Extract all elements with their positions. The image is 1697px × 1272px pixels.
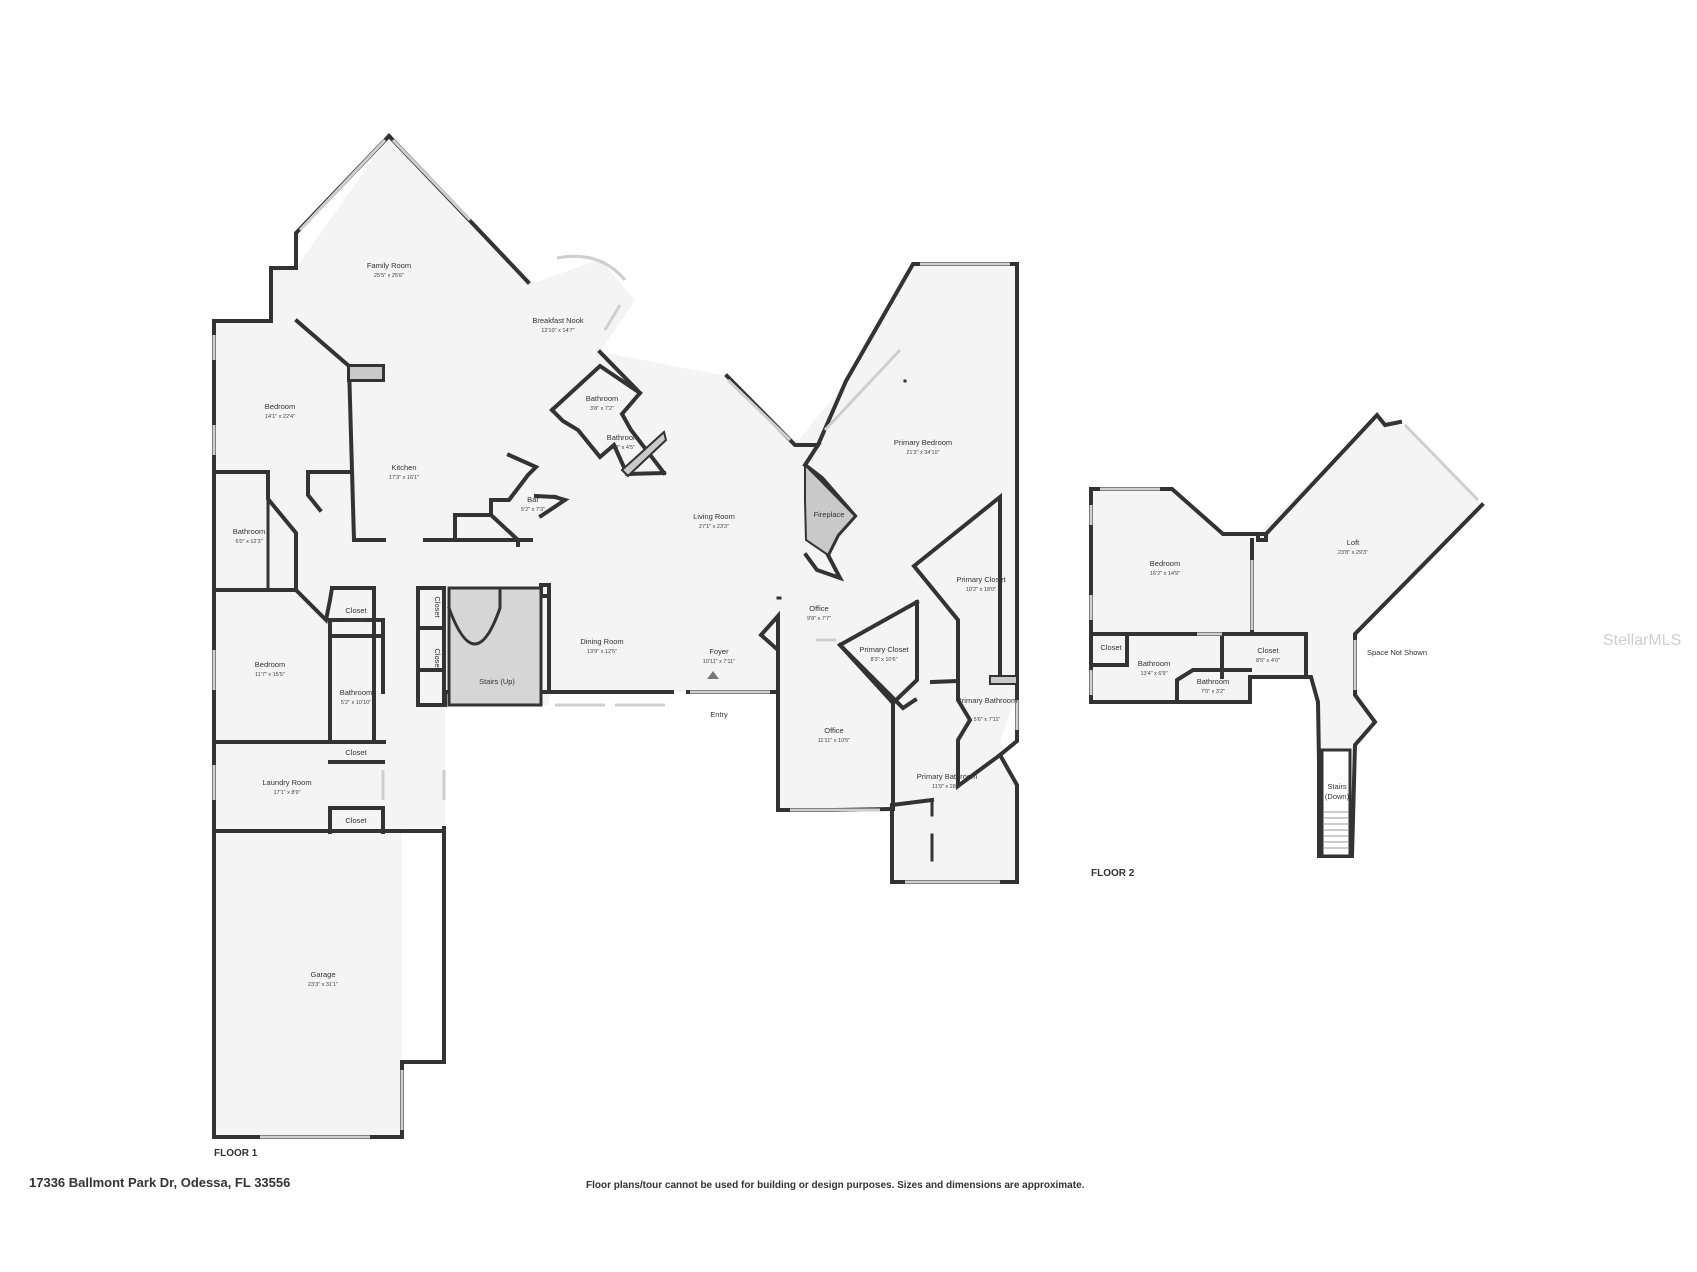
- label-f2-bathroom-b-dim: 7'0" x 3'2": [1201, 689, 1225, 695]
- label-primary-bedroom-dim: 21'3" x 34'10": [906, 450, 939, 456]
- label-garage-name: Garage: [310, 970, 335, 979]
- label-primary-bedroom-name: Primary Bedroom: [894, 438, 952, 447]
- label-office-1-name: Office: [809, 604, 828, 613]
- watermark: StellarMLS: [1603, 632, 1681, 649]
- label-bedroom-1-dim: 14'1" x 22'4": [265, 414, 295, 420]
- label-f2-stairs-line2: (Down): [1325, 792, 1350, 801]
- label-f2-bathroom-a-name: Bathroom: [1138, 659, 1171, 668]
- label-dining-room-name: Dining Room: [580, 637, 623, 646]
- label-f2-bedroom-name: Bedroom: [1150, 559, 1180, 568]
- label-dining-room-dim: 13'9" x 12'5": [587, 649, 617, 655]
- label-family-room-dim: 25'5" x 25'6": [374, 273, 404, 279]
- label-f2-stairs-line1: Stairs: [1327, 782, 1346, 791]
- floor-2-windows: [1089, 423, 1480, 695]
- floor-2-label: FLOOR 2: [1091, 868, 1135, 879]
- label-bathroom-a-dim: 3'8" x 7'2": [590, 406, 614, 412]
- label-f2-space-not-shown: Space Not Shown: [1367, 648, 1427, 657]
- label-closet-e-name: Closet: [345, 816, 367, 825]
- floor-1-plan: [212, 133, 1019, 1139]
- label-bedroom-2-dim: 11'7" x 15'5": [255, 672, 285, 678]
- floor-1-label: FLOOR 1: [214, 1148, 258, 1159]
- label-closet-b-name: Closet: [433, 596, 442, 618]
- label-foyer-name: Foyer: [709, 647, 729, 656]
- label-primary-bathroom-2-name: Primary Bathroom: [917, 772, 977, 781]
- fireplace-hearth: [804, 462, 857, 557]
- label-entry-name: Entry: [710, 710, 728, 719]
- label-office-1-dim: 9'8" x 7'7": [807, 616, 831, 622]
- label-closet-c-name: Closet: [433, 648, 442, 670]
- label-bar-dim: 5'2" x 7'3": [521, 507, 545, 513]
- label-breakfast-nook-dim: 12'10" x 14'7": [541, 328, 574, 334]
- disclaimer-text: Floor plans/tour cannot be used for buil…: [586, 1180, 1085, 1191]
- label-f2-closet-a-name: Closet: [1100, 643, 1122, 652]
- label-kitchen-dim: 17'3" x 16'1": [389, 475, 419, 481]
- label-family-room-name: Family Room: [367, 261, 411, 270]
- primary-closet-shelf: [989, 675, 1018, 685]
- floor-1-fill-main: [214, 136, 1017, 1137]
- label-bedroom-1-name: Bedroom: [265, 402, 295, 411]
- label-living-room-name: Living Room: [693, 512, 735, 521]
- label-office-2-name: Office: [824, 726, 843, 735]
- label-f2-loft-name: Loft: [1347, 538, 1360, 547]
- label-f2-closet-b-dim: 8'5" x 4'0": [1256, 658, 1280, 664]
- label-living-room-dim: 27'1" x 23'3": [699, 524, 729, 530]
- label-primary-closet-1-name: Primary Closet: [956, 575, 1006, 584]
- label-laundry-dim: 17'1" x 8'9": [273, 790, 300, 796]
- bathroom-b-feature: [620, 430, 668, 478]
- label-bathroom-a-name: Bathroom: [586, 394, 619, 403]
- label-primary-bathroom-1-name-line1: Primary Bathroom: [957, 696, 1017, 705]
- label-closet-a-dim: 5'2" x 4'5": [344, 618, 368, 624]
- label-bathroom-d-name: Bathroom: [340, 688, 373, 697]
- label-f2-loft-dim: 23'8" x 29'3": [1338, 550, 1368, 556]
- label-kitchen-name: Kitchen: [391, 463, 416, 472]
- label-laundry-name: Laundry Room: [262, 778, 311, 787]
- label-f2-closet-b-name: Closet: [1257, 646, 1279, 655]
- floor-1-windows: [212, 138, 1019, 1139]
- label-primary-bathroom-2-dim: 11'9" x 28'6": [932, 784, 962, 790]
- label-stairs-up-name: Stairs (Up): [479, 677, 515, 686]
- stairs-down: [1320, 748, 1352, 858]
- label-f2-bedroom-dim: 16'2" x 14'9": [1150, 571, 1180, 577]
- label-bathroom-d-dim: 5'2" x 10'10": [341, 700, 371, 706]
- label-bar-name: Bar: [527, 495, 539, 504]
- label-bedroom-2-name: Bedroom: [255, 660, 285, 669]
- floor-1-interior-walls: [212, 379, 934, 862]
- label-foyer-dim: 10'11" x 7'11": [703, 659, 735, 665]
- label-f2-bathroom-b-name: Bathroom: [1197, 677, 1230, 686]
- label-primary-closet-2-dim: 8'3" x 10'6": [870, 657, 897, 663]
- floor-2-plan: [1089, 411, 1485, 858]
- stairs-up: [447, 586, 543, 707]
- label-closet-a-name: Closet: [345, 606, 367, 615]
- address-text: 17336 Ballmont Park Dr, Odessa, FL 33556: [29, 1175, 290, 1190]
- label-bathroom-b-name: Bathroom: [607, 433, 640, 442]
- label-fireplace-name: Fireplace: [814, 510, 845, 519]
- label-breakfast-nook-name: Breakfast Nook: [532, 316, 584, 325]
- label-garage-dim: 23'3" x 31'1": [308, 982, 338, 988]
- kitchen-pantry-block: [348, 365, 384, 381]
- label-closet-d-name: Closet: [345, 748, 367, 757]
- label-primary-bathroom-1-dim: 5'6" x 7'11": [974, 717, 1001, 723]
- label-bathroom-c-name: Bathroom: [233, 527, 266, 536]
- room-labels: Family Room 25'5" x 25'6" Breakfast Nook…: [233, 261, 1427, 988]
- label-bathroom-c-dim: 6'0" x 12'3": [235, 539, 262, 545]
- entry-arrow-icon: [707, 671, 719, 679]
- label-office-2-dim: 11'11" x 10'5": [818, 738, 850, 744]
- label-primary-closet-1-dim: 10'2" x 18'0": [966, 587, 996, 593]
- label-bathroom-b-dim: 5'3" x 4'5": [611, 445, 635, 451]
- label-primary-closet-2-name: Primary Closet: [859, 645, 909, 654]
- label-f2-bathroom-a-dim: 13'4" x 6'9": [1140, 671, 1167, 677]
